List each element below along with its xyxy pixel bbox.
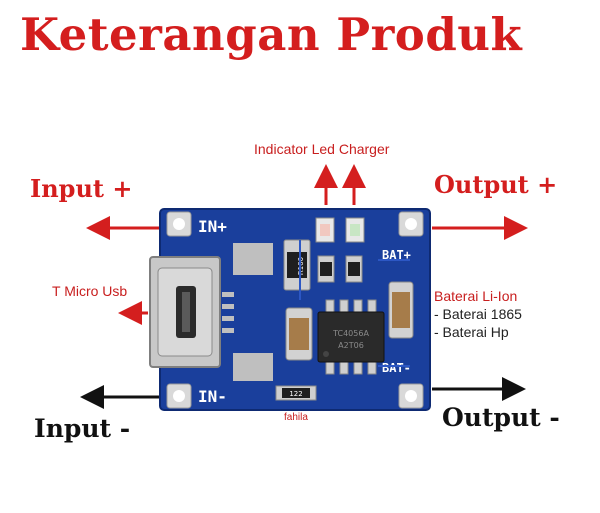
pad-label-bat-minus: BAT- [382, 361, 411, 375]
battery-item-1: - Baterai 1865 [434, 306, 522, 322]
indicator-led-label: Indicator Led Charger [254, 141, 390, 157]
watermark-text: fahila [284, 412, 308, 423]
battery-item-1-clip: - Baterai 1865 [434, 305, 532, 323]
battery-title-label: Baterai Li-Ion [434, 288, 518, 304]
ic-marking-1: TC4056A [332, 329, 369, 338]
pad-label-in-plus: IN+ [198, 217, 227, 236]
ic-marking-2: A2T06 [338, 341, 364, 350]
battery-item-2: - Baterai Hp [434, 324, 509, 340]
input-minus-label: Input - [34, 414, 131, 443]
micro-usb-connector [149, 256, 221, 368]
output-plus-label: Output + [434, 170, 558, 199]
page-title: Keterangan Produk [20, 8, 523, 61]
small-resistor-code: 122 [289, 390, 302, 398]
input-plus-label: Input + [30, 174, 133, 203]
pad-label-in-minus: IN- [198, 387, 227, 406]
output-minus-label: Output - [442, 403, 560, 432]
micro-usb-label: T Micro Usb [52, 283, 128, 299]
pad-label-bat-plus: BAT+ [382, 248, 411, 262]
